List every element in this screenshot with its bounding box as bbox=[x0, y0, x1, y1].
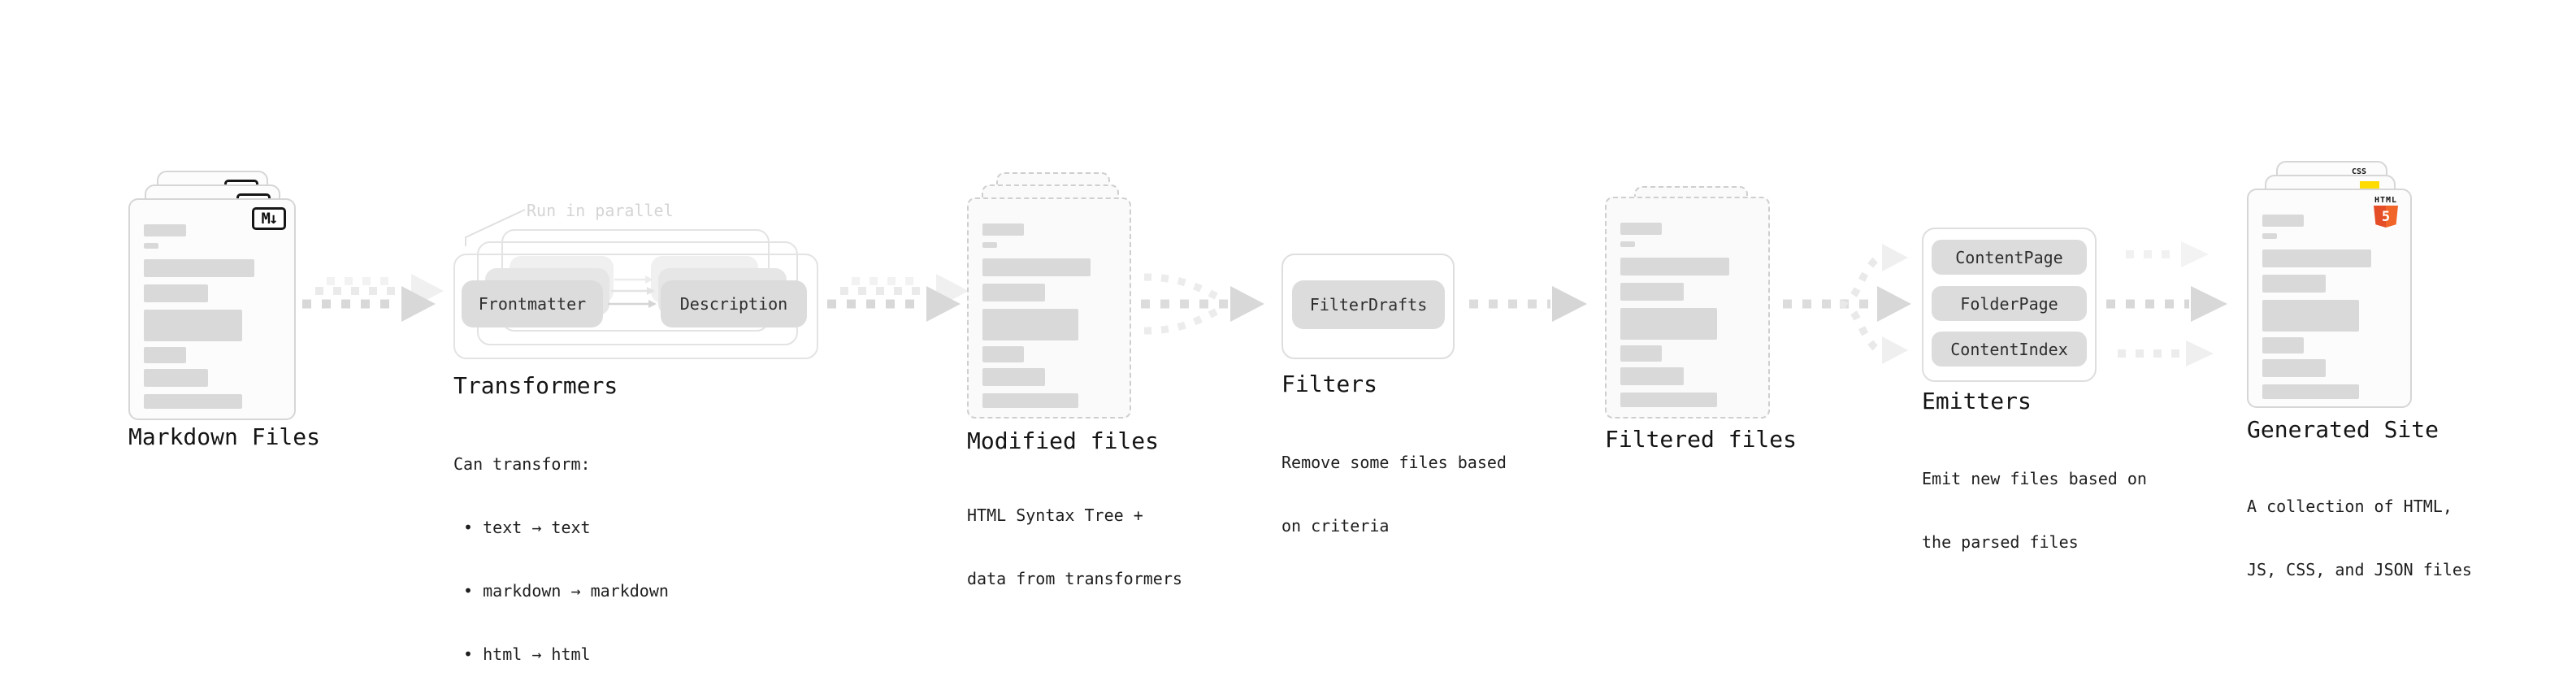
filtered-file-card-front bbox=[1605, 197, 1770, 419]
arrow-filters-to-filtered-icon bbox=[1469, 286, 1587, 322]
generated-file-card-front: HTML 5 bbox=[2247, 189, 2412, 408]
arrow-transformers-to-modified-icon bbox=[827, 274, 969, 322]
stage-title-emitters: Emitters bbox=[1922, 388, 2032, 414]
transformer-frame-front bbox=[453, 254, 818, 359]
frontmatter-pill: Frontmatter bbox=[462, 280, 603, 327]
description-pill: Description bbox=[661, 280, 807, 327]
file-content-skeleton bbox=[144, 224, 280, 409]
transformers-description: Can transform: • text → text • markdown … bbox=[453, 454, 669, 664]
file-content-skeleton bbox=[982, 223, 1116, 408]
contentpage-pill: ContentPage bbox=[1932, 240, 2087, 275]
emitters-description: Emit new files based on the parsed files bbox=[1922, 469, 2147, 552]
filters-description: Remove some files based on criteria bbox=[1281, 453, 1507, 536]
modified-file-card-front bbox=[967, 197, 1131, 419]
stage-title-transformers: Transformers bbox=[453, 372, 618, 399]
file-content-skeleton bbox=[1620, 223, 1754, 407]
modified-files-description: HTML Syntax Tree + data from transformer… bbox=[967, 505, 1182, 588]
stage-title-filters: Filters bbox=[1281, 371, 1378, 397]
file-content-skeleton bbox=[2262, 215, 2396, 399]
contentindex-pill: ContentIndex bbox=[1932, 332, 2087, 367]
stage-title-modified-files: Modified files bbox=[967, 427, 1160, 454]
markdown-icon: M↓ bbox=[252, 207, 286, 230]
folderpage-pill: FolderPage bbox=[1932, 286, 2087, 321]
stage-title-generated-site: Generated Site bbox=[2247, 416, 2439, 443]
arrow-modified-to-filters-icon bbox=[1141, 273, 1264, 335]
markdown-file-card-front: M↓ bbox=[128, 198, 296, 420]
stage-title-markdown-files: Markdown Files bbox=[128, 423, 321, 450]
arrow-emitters-to-generated-icon bbox=[2106, 241, 2227, 367]
stage-title-filtered-files: Filtered files bbox=[1605, 426, 1798, 453]
run-in-parallel-annotation: Run in parallel bbox=[527, 201, 674, 220]
arrow-filtered-to-emitters-icon bbox=[1783, 244, 1911, 364]
html5-icon: HTML 5 bbox=[2371, 196, 2400, 228]
generated-site-description: A collection of HTML, JS, CSS, and JSON … bbox=[2247, 497, 2472, 579]
transformer-layer-arrows-icon bbox=[608, 275, 657, 308]
filterdrafts-pill: FilterDrafts bbox=[1292, 280, 1445, 329]
run-in-parallel-leader-line bbox=[465, 209, 526, 246]
arrow-markdown-to-transformers-icon bbox=[302, 274, 444, 322]
